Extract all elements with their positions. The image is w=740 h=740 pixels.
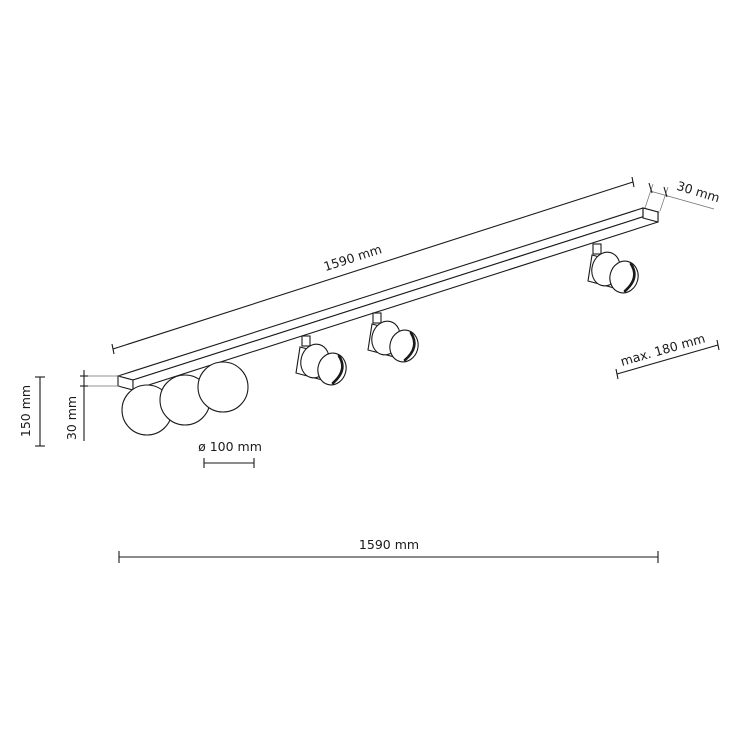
- top-length-label: 1590 mm: [322, 241, 384, 274]
- spotlight-1: [295, 335, 347, 386]
- bar-height-label: 30 mm: [64, 396, 79, 440]
- height-label: 150 mm: [18, 385, 33, 437]
- sphere-3: [197, 361, 249, 413]
- bottom-length-label: 1590 mm: [359, 537, 419, 552]
- glass-spheres: [121, 361, 249, 436]
- max-height-label: max. 180 mm: [619, 330, 707, 369]
- bottom-length-dimension: 1590 mm: [118, 537, 659, 563]
- spotlight-2: [367, 312, 419, 363]
- sphere-diameter-dimension: ø 100 mm: [198, 439, 262, 468]
- max-height-dimension: max. 180 mm: [615, 330, 720, 380]
- spotlight-3: [587, 243, 639, 294]
- bar-height-dimension: 30 mm: [64, 370, 120, 441]
- depth-label: 30 mm: [675, 178, 722, 205]
- ceiling-rail: [116, 207, 660, 391]
- height-dimension: 150 mm: [18, 376, 45, 447]
- sphere-diameter-label: ø 100 mm: [198, 439, 262, 454]
- depth-dimension: 30 mm: [644, 178, 722, 212]
